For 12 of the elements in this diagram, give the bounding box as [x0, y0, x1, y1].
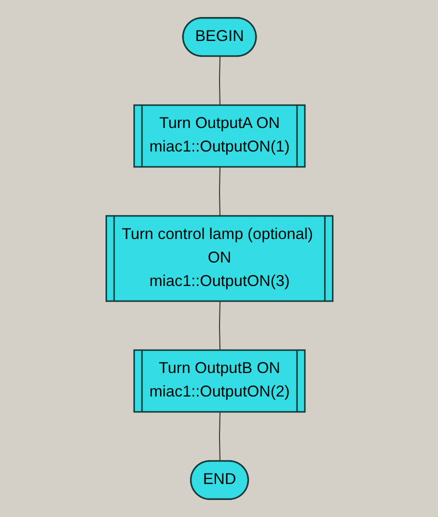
- connector: [218, 301, 220, 352]
- node-label: miac1::OutputON(1): [148, 138, 290, 156]
- node-label: miac1::OutputON(2): [148, 384, 290, 401]
- connector: [218, 56, 220, 106]
- node-box: [132, 104, 306, 168]
- node-label: Turn OutputA ON: [158, 115, 280, 132]
- connector: [218, 412, 220, 462]
- connector: [218, 166, 220, 217]
- node-label: miac1::OutputON(3): [148, 273, 290, 290]
- node-box: [105, 215, 333, 302]
- node-label: Turn OutputB ON: [158, 360, 280, 378]
- node-box: [132, 349, 306, 413]
